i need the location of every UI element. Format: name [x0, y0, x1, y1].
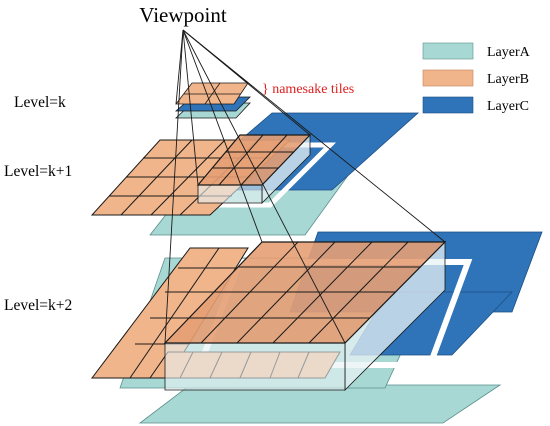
level-k2-group: [90, 231, 543, 424]
namesake-tiles-annotation: } namesake tiles: [262, 82, 354, 97]
legend-swatch-layer-a: [422, 42, 474, 60]
viewpoint-title: Viewpoint: [139, 3, 227, 27]
level-k2-label: Level=k+2: [4, 297, 72, 314]
legend-swatch-layer-c: [422, 96, 474, 114]
level-k1-layer-b-box: [196, 134, 312, 186]
level-k1-label: Level=k+1: [4, 163, 72, 180]
level-k2-layer-a-plate: [138, 384, 502, 424]
legend-label-layer-c: LayerC: [487, 99, 529, 114]
level-k2-layer-b-main-grid: [163, 241, 447, 344]
view-frustum: [164, 29, 446, 344]
legend-label-layer-a: LayerA: [487, 45, 531, 60]
level-k1-box-wall-front: [197, 184, 263, 204]
level-k-tile-gridline: [204, 82, 221, 105]
legend-swatch-layer-b: [422, 69, 474, 87]
level-k2-box-wall-front: [164, 342, 346, 391]
legend: LayerA LayerB LayerC: [422, 42, 531, 114]
level-k-layer-b-tile: [175, 82, 249, 105]
legend-label-layer-b: LayerB: [487, 72, 529, 87]
level-k1-group: [90, 112, 420, 236]
level-k-label: Level=k: [14, 94, 66, 111]
